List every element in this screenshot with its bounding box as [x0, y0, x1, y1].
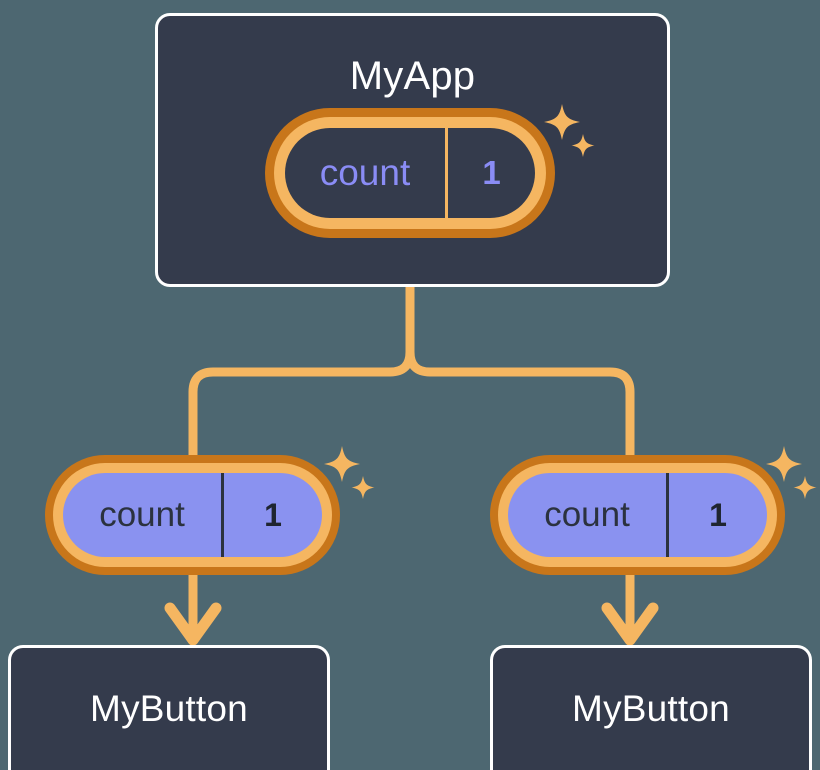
state-key: count [99, 495, 185, 534]
edge-myapp-to-state-right [405, 282, 635, 467]
state-key: count [319, 152, 411, 193]
state-pill-ring: count 1 [498, 463, 777, 567]
state-pill-body: count 1 [63, 473, 322, 557]
component-card-mybutton-right[interactable]: MyButton [490, 645, 812, 770]
component-label-myapp: MyApp [349, 54, 476, 98]
component-card-mybutton-left[interactable]: MyButton [8, 645, 330, 770]
component-label-mybutton: MyButton [572, 688, 730, 729]
state-key: count [544, 495, 630, 534]
arrow-down-icon-left [164, 602, 222, 646]
component-label-mybutton: MyButton [90, 688, 248, 729]
state-value: 1 [221, 473, 322, 557]
state-pill-myapp[interactable]: count 1 [265, 108, 555, 238]
state-value: 1 [666, 473, 767, 557]
arrow-down-icon-right [601, 602, 659, 646]
state-pill-right[interactable]: count 1 [490, 455, 785, 575]
state-pill-left[interactable]: count 1 [45, 455, 340, 575]
state-pill-body: count 1 [508, 473, 767, 557]
state-pill-ring: count 1 [53, 463, 332, 567]
edge-myapp-to-state-left [188, 282, 415, 467]
state-pill-ring: count 1 [274, 117, 546, 229]
state-value: 1 [445, 128, 535, 218]
state-pill-body: count 1 [285, 128, 535, 218]
